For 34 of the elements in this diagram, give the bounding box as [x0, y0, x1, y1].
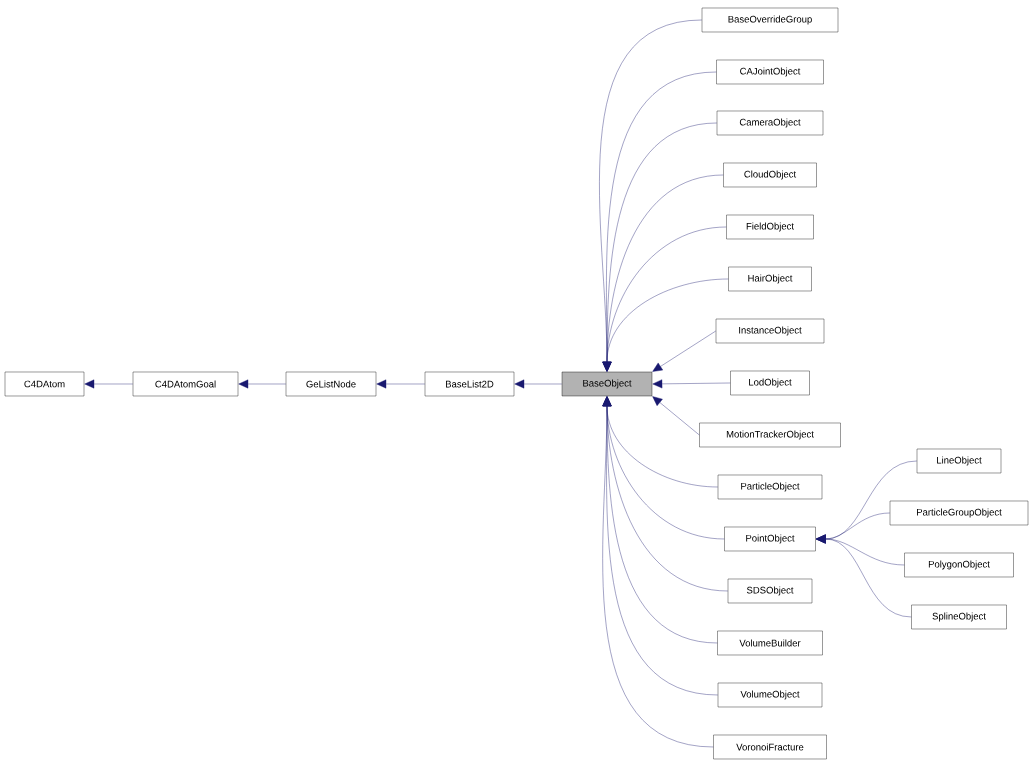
class-box: ParticleGroupObject: [889, 500, 1029, 526]
class-box: MotionTrackerObject: [699, 422, 841, 448]
class-box: VoronoiFracture: [713, 734, 827, 760]
class-box: LodObject: [730, 370, 810, 396]
inheritance-arrow: [652, 379, 731, 389]
class-box: LineObject: [916, 448, 1002, 474]
class-box: PointObject: [724, 526, 816, 552]
inheritance-arrow: [652, 396, 700, 436]
class-box: BaseObject: [561, 371, 653, 397]
class-box: SplineObject: [911, 604, 1007, 630]
class-box: C4DAtom: [4, 371, 85, 397]
class-box: VolumeBuilder: [717, 630, 823, 656]
class-box: VolumeObject: [717, 682, 823, 708]
class-box: FieldObject: [726, 214, 814, 240]
class-box: PolygonObject: [904, 552, 1014, 578]
inheritance-arrow: [238, 379, 286, 389]
class-box: BaseOverrideGroup: [701, 7, 839, 33]
class-box: GeListNode: [285, 371, 377, 397]
class-box: BaseList2D: [424, 371, 515, 397]
class-box: CameraObject: [716, 110, 824, 136]
inheritance-arrow: [602, 396, 714, 748]
inheritance-arrow: [84, 379, 133, 389]
inheritance-arrow: [514, 379, 562, 389]
class-box: HairObject: [728, 266, 812, 292]
inheritance-arrow: [602, 278, 729, 372]
class-box: CloudObject: [723, 162, 817, 188]
class-box: SDSObject: [727, 578, 813, 604]
inheritance-arrow: [816, 534, 912, 618]
class-box: ParticleObject: [717, 474, 823, 500]
inheritance-arrow: [376, 379, 425, 389]
class-box: InstanceObject: [715, 318, 825, 344]
inheritance-arrow: [652, 330, 716, 372]
class-box: C4DAtomGoal: [132, 371, 239, 397]
class-box: CAJointObject: [716, 59, 824, 85]
